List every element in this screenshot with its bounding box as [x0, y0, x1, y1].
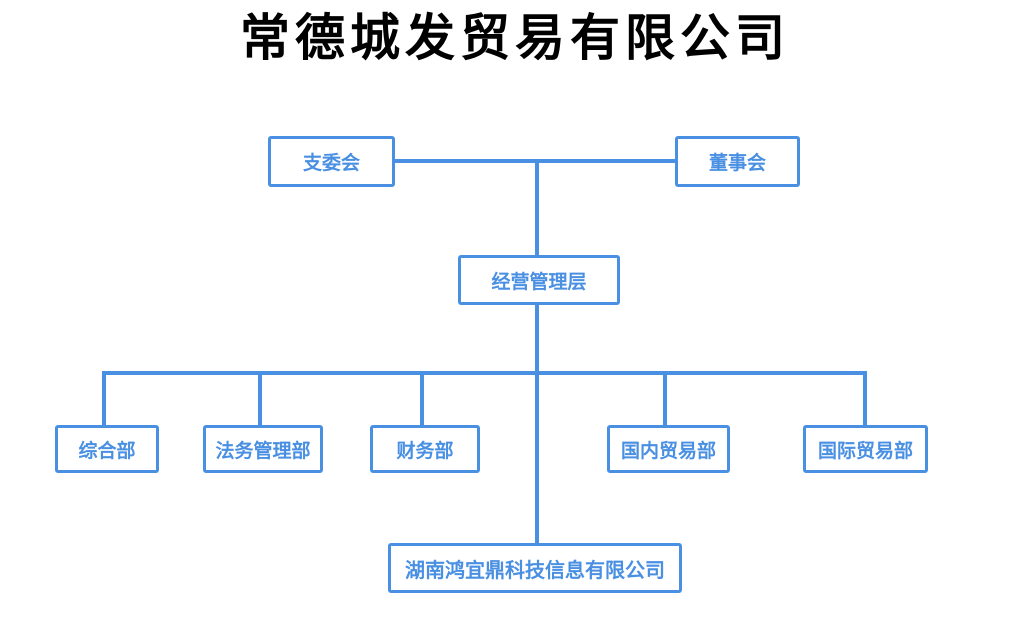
connector-governance-to-management: [535, 161, 539, 255]
node-legal-dept: 法务管理部: [203, 425, 323, 473]
node-domestic-trade-dept-label: 国内贸易部: [620, 440, 716, 462]
connector-drop-legal-dept: [258, 373, 262, 425]
node-board-of-directors: 董事会: [675, 136, 800, 187]
node-international-trade-dept-label: 国际贸易部: [817, 440, 913, 462]
node-international-trade-dept: 国际贸易部: [803, 425, 928, 473]
node-board-of-directors-label: 董事会: [708, 153, 766, 174]
node-party-branch-committee: 支委会: [268, 136, 395, 187]
node-general-dept: 综合部: [55, 425, 159, 473]
connector-drop-general-dept: [102, 373, 106, 425]
node-subsidiary-company: 湖南鸿宜鼎科技信息有限公司: [388, 543, 682, 593]
node-domestic-trade-dept: 国内贸易部: [607, 425, 730, 473]
node-legal-dept-label: 法务管理部: [215, 440, 311, 462]
node-management-layer: 经营管理层: [458, 255, 620, 305]
page-title: 常德城发贸易有限公司: [240, 10, 790, 66]
node-party-branch-committee-label: 支委会: [302, 153, 360, 174]
connector-drop-domestic-trade-dept: [663, 373, 667, 425]
connector-drop-international-trade-dept: [863, 373, 867, 425]
connector-management-to-subsidiary: [535, 303, 539, 544]
connector-drop-finance-dept: [420, 373, 424, 425]
node-management-layer-label: 经营管理层: [491, 271, 587, 293]
node-finance-dept: 财务部: [370, 425, 480, 473]
node-general-dept-label: 综合部: [78, 440, 136, 462]
node-subsidiary-company-label: 湖南鸿宜鼎科技信息有限公司: [405, 559, 665, 582]
node-finance-dept-label: 财务部: [396, 440, 454, 462]
connector-departments-horizontal: [102, 371, 867, 375]
